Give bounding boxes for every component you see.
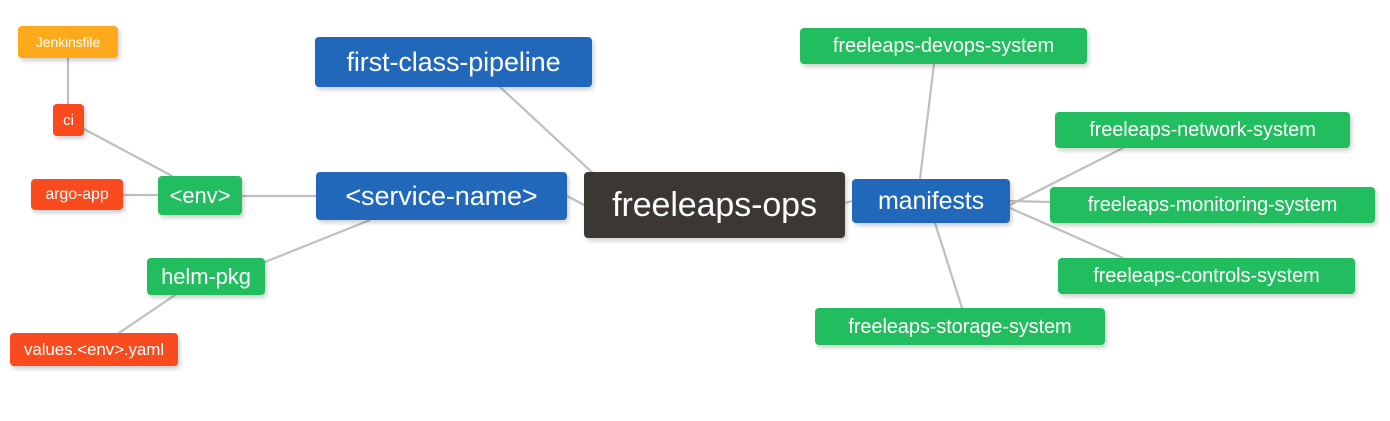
node-label: freeleaps-monitoring-system <box>1087 194 1338 216</box>
node-ci[interactable]: ci <box>53 104 84 136</box>
node-argo-app[interactable]: argo-app <box>31 179 123 210</box>
node-service-name[interactable]: <service-name> <box>316 172 567 220</box>
node-label: freeleaps-devops-system <box>832 35 1055 57</box>
node-values-env-yaml[interactable]: values.<env>.yaml <box>10 333 178 366</box>
node-label: freeleaps-storage-system <box>848 315 1072 338</box>
node-label: freeleaps-controls-system <box>1093 265 1320 287</box>
edge-manifests-monitoring-system <box>1008 199 1052 204</box>
node-freeleaps-monitoring-system[interactable]: freeleaps-monitoring-system <box>1050 187 1375 223</box>
node-first-class-pipeline[interactable]: first-class-pipeline <box>315 37 592 87</box>
edge-service-name-helm-pkg <box>263 218 372 264</box>
node-manifests[interactable]: manifests <box>852 179 1010 223</box>
node-label: <env> <box>169 182 231 208</box>
edge-env-ci <box>82 127 174 178</box>
edge-root-service-name <box>565 194 586 207</box>
node-label: ci <box>63 111 74 129</box>
node-helm-pkg[interactable]: helm-pkg <box>147 258 265 295</box>
edge-manifests-devops-system <box>918 62 936 181</box>
edge-manifests-storage-system <box>933 221 964 310</box>
node-label: <service-name> <box>345 180 538 211</box>
node-freeleaps-ops-root[interactable]: freeleaps-ops <box>584 172 845 238</box>
node-label: argo-app <box>45 185 109 203</box>
edge-root-manifests <box>843 199 854 205</box>
node-freeleaps-devops-system[interactable]: freeleaps-devops-system <box>800 28 1087 64</box>
node-label: manifests <box>877 186 985 215</box>
node-freeleaps-controls-system[interactable]: freeleaps-controls-system <box>1058 258 1355 294</box>
node-label: freeleaps-ops <box>612 186 817 224</box>
node-label: helm-pkg <box>161 263 251 289</box>
node-jenkinsfile[interactable]: Jenkinsfile <box>18 26 118 58</box>
node-label: freeleaps-network-system <box>1089 119 1316 141</box>
node-freeleaps-storage-system[interactable]: freeleaps-storage-system <box>815 308 1105 345</box>
node-label: values.<env>.yaml <box>23 340 165 359</box>
node-label: Jenkinsfile <box>35 34 101 50</box>
edge-root-first-class-pipeline <box>498 85 598 178</box>
node-freeleaps-network-system[interactable]: freeleaps-network-system <box>1055 112 1350 148</box>
edge-helm-pkg-values-yaml <box>117 293 177 335</box>
node-env[interactable]: <env> <box>158 176 242 215</box>
node-label: first-class-pipeline <box>346 46 561 77</box>
